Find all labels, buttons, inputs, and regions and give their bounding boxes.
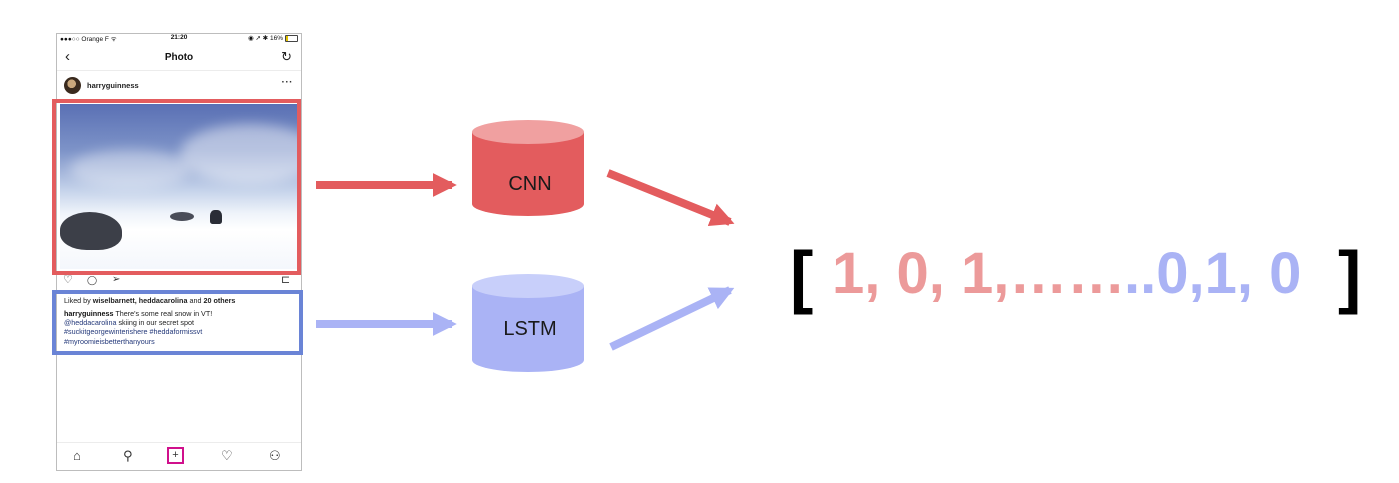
likes-count[interactable]: 20 others (203, 296, 236, 305)
comment-icon[interactable]: ◯ (87, 275, 98, 285)
cnn-database: CNN (472, 120, 584, 216)
post-header: harryguinness ··· (57, 74, 301, 98)
vector-close-bracket: ] (1338, 237, 1361, 315)
caption-username[interactable]: harryguinness (64, 309, 114, 318)
activity-heart-icon[interactable]: ♡ (221, 448, 233, 463)
photo-cloud (180, 124, 297, 184)
instagram-phone-screenshot: ●●●○○ Orange F ᯤ 21:20 ◉ ➚ ✱ 16% ‹ Photo… (56, 33, 302, 471)
nav-header: ‹ Photo ↻ (57, 46, 301, 71)
search-icon[interactable]: ⚲ (123, 448, 133, 463)
lstm-label: LSTM (503, 318, 556, 340)
add-post-icon[interactable]: + (167, 447, 184, 464)
likes-prefix: Liked by (64, 296, 93, 305)
refresh-icon[interactable]: ↻ (281, 49, 292, 64)
vector-red-part: 1, 0, 1,…… (832, 241, 1125, 306)
battery-icon (285, 35, 298, 42)
lstm-to-vector-arrow (609, 286, 735, 351)
likes-and: and (187, 296, 204, 305)
bookmark-icon[interactable]: ⊏ (281, 274, 291, 286)
photo-rock (170, 212, 194, 221)
likes-names[interactable]: wiselbarnett, heddacarolina (92, 296, 188, 305)
post-caption: harryguinness There's some real snow in … (64, 309, 296, 346)
caption-mention[interactable]: @heddacarolina (64, 318, 117, 328)
page-title: Photo (164, 52, 194, 63)
text-highlight-box (52, 290, 303, 355)
caption-rest: skiing in our secret spot (116, 318, 194, 328)
home-icon[interactable]: ⌂ (73, 448, 81, 463)
post-username[interactable]: harryguinness (87, 81, 139, 90)
caption-text: There's some real snow in VT! (113, 309, 213, 318)
bottom-nav: ⌂ ⚲ + ♡ ⚇ (57, 442, 301, 470)
cnn-label: CNN (508, 173, 551, 195)
lstm-cylinder-body (472, 286, 584, 372)
profile-icon[interactable]: ⚇ (269, 448, 281, 463)
lstm-database: LSTM (472, 274, 584, 372)
more-icon[interactable]: ··· (281, 77, 293, 88)
lstm-cylinder-top (472, 274, 584, 298)
status-time: 21:20 (170, 34, 188, 41)
post-actions: ♡ ◯ ➢ ⊏ (57, 274, 301, 287)
vector-blue-part: ..0,1, 0 (1124, 241, 1301, 306)
heart-icon[interactable]: ♡ (63, 274, 73, 286)
caption-hashtags-2[interactable]: #myroomieisbetterthanyours (64, 336, 155, 346)
share-icon[interactable]: ➢ (112, 274, 121, 285)
status-bar: ●●●○○ Orange F ᯤ 21:20 ◉ ➚ ✱ 16% (57, 34, 301, 43)
photo-rock (60, 212, 122, 250)
battery-text: ◉ ➚ ✱ 16% (248, 35, 283, 42)
photo-skier (210, 210, 222, 224)
post-photo (60, 104, 297, 269)
caption-hashtags-1[interactable]: #suckitgeorgewinterishere #heddaformissv… (64, 327, 203, 337)
cnn-cylinder-top (472, 120, 584, 144)
carrier-text: ●●●○○ Orange F ᯤ (60, 36, 117, 43)
cnn-cylinder-body (472, 132, 584, 216)
photo-cloud (70, 149, 190, 189)
back-icon[interactable]: ‹ (65, 48, 70, 65)
likes-line: Liked by wiselbarnett, heddacarolina and… (64, 296, 296, 305)
image-highlight-box (52, 99, 301, 275)
avatar[interactable] (64, 77, 81, 94)
cnn-to-vector-arrow (606, 169, 735, 226)
vector-open-bracket: [ (790, 237, 813, 315)
